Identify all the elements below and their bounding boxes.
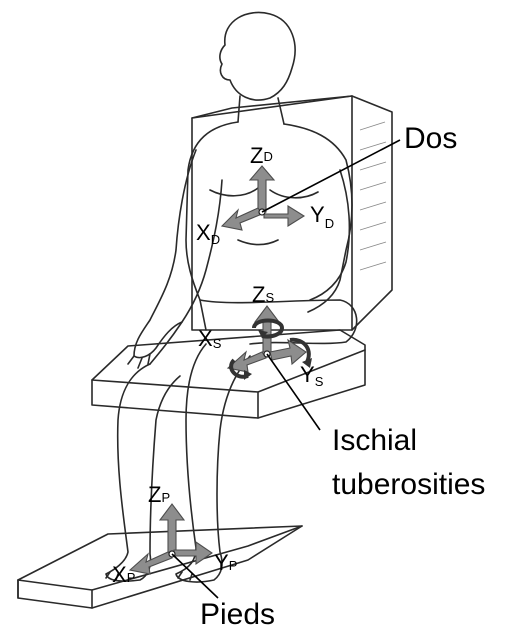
seat-z-label: ZS xyxy=(252,282,274,307)
foot-plate xyxy=(18,526,302,608)
back-x-arrow xyxy=(222,208,262,230)
feet-y-label: YP xyxy=(214,550,237,575)
feet-x-label: XP xyxy=(112,562,135,587)
back-callout-label: Dos xyxy=(404,122,457,155)
back-y-label: YD xyxy=(310,202,334,231)
feet-z-arrow xyxy=(160,504,184,552)
feet-callout-label: Pieds xyxy=(200,598,275,631)
feet-frame xyxy=(130,504,218,598)
back-z-label: ZD xyxy=(250,143,273,168)
feet-z-label: ZP xyxy=(148,482,170,507)
back-callout-line xyxy=(262,140,400,212)
seat-callout-label-line2: tuberosities xyxy=(332,468,485,501)
seat-y-label: YS xyxy=(300,362,324,389)
back-y-arrow xyxy=(264,206,304,226)
seat-z-arrow xyxy=(255,306,279,352)
back-z-arrow xyxy=(250,166,274,212)
person-figure xyxy=(106,12,357,582)
seat-callout-label: Ischial xyxy=(332,424,417,457)
